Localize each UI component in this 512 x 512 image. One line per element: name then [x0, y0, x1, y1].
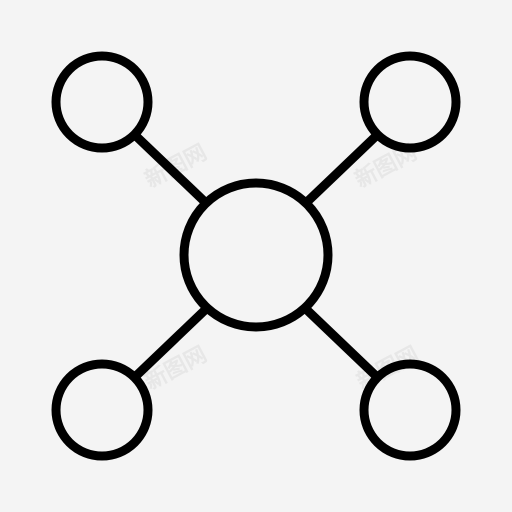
node-top-left: [51, 51, 153, 153]
connector-top-left: [133, 133, 209, 206]
node-bottom-right: [359, 359, 461, 461]
connector-bottom-left: [133, 306, 209, 379]
node-top-right: [359, 51, 461, 153]
connector-bottom-right: [303, 306, 379, 379]
hub-node: [179, 178, 333, 332]
node-bottom-left: [51, 359, 153, 461]
connector-top-right: [303, 133, 379, 206]
watermark-3: 新图网: [141, 341, 211, 395]
